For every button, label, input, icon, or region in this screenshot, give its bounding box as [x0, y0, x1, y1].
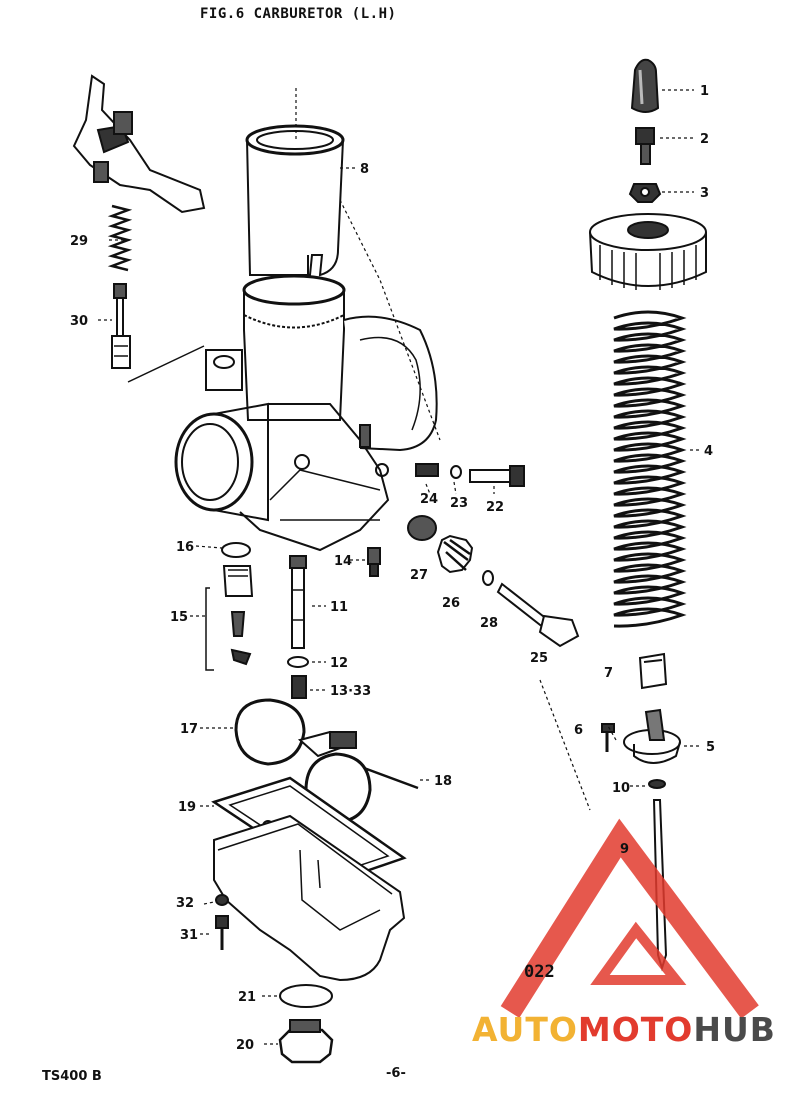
part-number-labels: 1 2 3 4 5 6 7 8 9 10 11 12 13·33 14 15 1…: [70, 84, 715, 1053]
label-24: 24: [420, 492, 438, 507]
part-24-spring: [415, 463, 439, 477]
label-19: 19: [178, 800, 196, 815]
label-5: 5: [706, 740, 715, 755]
part-14-jet: [367, 547, 381, 577]
part-30-cable-adjuster: [111, 283, 131, 369]
part-10-clip: [648, 779, 666, 789]
watermark-part1: AUTO: [472, 1010, 578, 1049]
part-29-spring: [107, 204, 133, 272]
watermark-part3: HUB: [693, 1010, 776, 1049]
figure-title: FIG.6 CARBURETOR (L.H): [200, 6, 397, 22]
label-29: 29: [70, 234, 88, 249]
part-31-screw: [215, 915, 229, 950]
stamp-code: 022: [524, 962, 555, 982]
label-20: 20: [236, 1038, 254, 1053]
label-8: 8: [360, 162, 369, 177]
label-14: 14: [334, 554, 352, 569]
part-15-float-valve-set: [205, 565, 254, 671]
part-1-cap: [630, 58, 660, 113]
label-15: 15: [170, 610, 188, 625]
label-10: 10: [612, 781, 630, 796]
label-18: 18: [434, 774, 452, 789]
label-11: 11: [330, 600, 348, 615]
label-28: 28: [480, 616, 498, 631]
model-code: TS400 B: [42, 1069, 102, 1084]
part-3-nut: [628, 183, 662, 203]
part-32-washer: [215, 894, 229, 906]
watermark-part2: MOTO: [577, 1010, 694, 1049]
label-3: 3: [700, 186, 709, 201]
part-27-cap: [407, 515, 437, 541]
float-chamber: [213, 814, 406, 982]
part-7-clip: [638, 652, 668, 690]
label-16: 16: [176, 540, 194, 555]
label-32: 32: [176, 896, 194, 911]
part-11-needle-jet: [289, 555, 307, 649]
page-number: -6-: [386, 1066, 406, 1081]
label-25: 25: [530, 651, 548, 666]
part-6-screw: [601, 723, 615, 752]
part-16-washer: [221, 542, 251, 558]
label-23: 23: [450, 496, 468, 511]
label-26: 26: [442, 596, 460, 611]
part-21-o-ring: [279, 984, 333, 1008]
part-18-float-pin: [363, 766, 419, 790]
part-12-washer: [287, 656, 309, 668]
label-21: 21: [238, 990, 256, 1005]
label-2: 2: [700, 132, 709, 147]
label-30: 30: [70, 314, 88, 329]
carburetor-top-cap: [589, 213, 707, 290]
part-20-drain-plug: [278, 1019, 334, 1064]
part-28-o-ring: [482, 570, 494, 586]
part-22-pilot-air-screw: [469, 465, 525, 487]
label-6: 6: [574, 723, 583, 738]
label-12: 12: [330, 656, 348, 671]
label-9: 9: [620, 842, 629, 857]
part-4-spring: [613, 310, 687, 628]
watermark-logo: [500, 818, 759, 1019]
carburetor-body: [174, 274, 438, 552]
part-2-adjuster: [635, 127, 655, 165]
choke-lever: [72, 74, 206, 214]
part-13-main-jet: [291, 675, 307, 699]
label-4: 4: [704, 444, 713, 459]
label-13: 13·33: [330, 684, 371, 699]
part-23-washer: [450, 465, 462, 479]
label-27: 27: [410, 568, 428, 583]
part-5-valve-seat: [623, 708, 681, 764]
label-17: 17: [180, 722, 198, 737]
part-26-spring: [436, 534, 474, 574]
part-8-throttle-valve: [245, 124, 345, 277]
watermark-text: AUTOMOTOHUB: [472, 1010, 776, 1049]
label-7: 7: [604, 666, 613, 681]
leader-lines: [98, 88, 700, 1045]
label-31: 31: [180, 928, 198, 943]
label-1: 1: [700, 84, 709, 99]
label-22: 22: [486, 500, 504, 515]
part-25-starter-plunger: [496, 582, 580, 648]
